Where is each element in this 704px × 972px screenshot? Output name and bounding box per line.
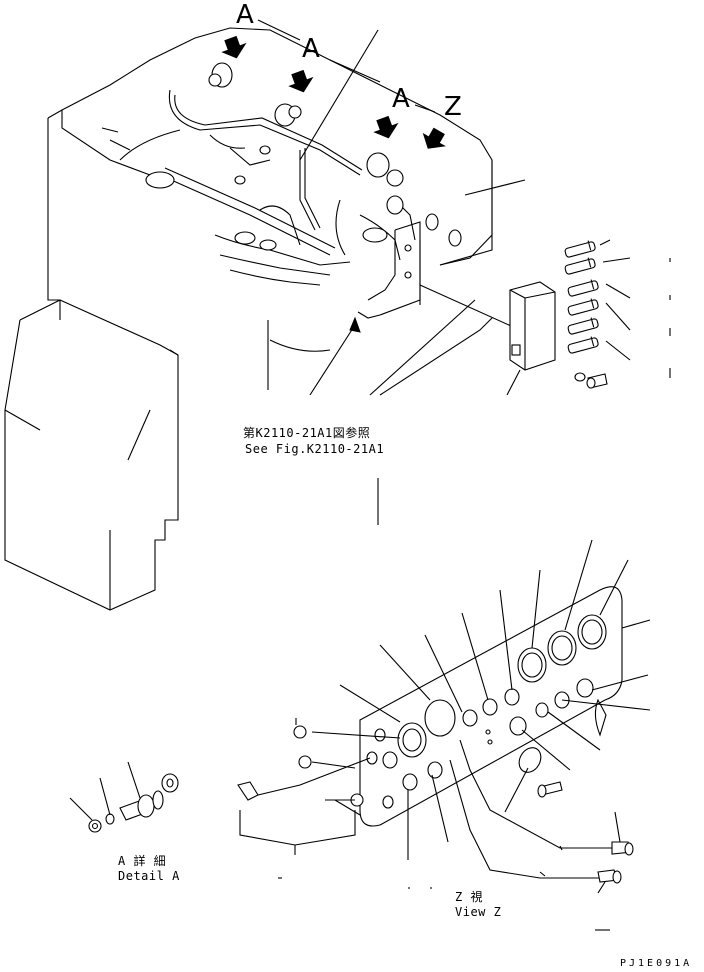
detail-a-parts	[69, 761, 179, 833]
reference-label-en: See Fig.K2110-21A1	[245, 442, 385, 456]
leader-lines-top	[299, 29, 526, 396]
view-z-panel	[237, 539, 651, 931]
relay-box	[506, 281, 608, 396]
engine-block-outline	[4, 27, 493, 611]
detail-a-label-jp: A 詳 細	[118, 854, 167, 868]
callout-a-3: A	[392, 84, 410, 114]
callout-z: Z	[444, 92, 462, 122]
view-z-label-jp: Z 視	[455, 890, 483, 904]
block-face-holes	[425, 213, 462, 247]
fuse-pins	[564, 239, 671, 378]
fuel-pipes-and-harness	[101, 89, 416, 286]
view-callout-arrows	[221, 19, 446, 149]
callout-a-2: A	[302, 34, 320, 64]
drawing-code: PJ1E091A	[620, 958, 693, 969]
harness-sensors	[145, 62, 404, 251]
callout-a-1: A	[236, 0, 254, 30]
view-z-label-en: View Z	[455, 905, 502, 919]
reference-label-jp: 第K2110-21A1図参照	[243, 426, 371, 440]
caption-marks	[278, 877, 432, 889]
detail-a-label-en: Detail A	[118, 869, 180, 883]
relay-bracket	[357, 221, 421, 319]
